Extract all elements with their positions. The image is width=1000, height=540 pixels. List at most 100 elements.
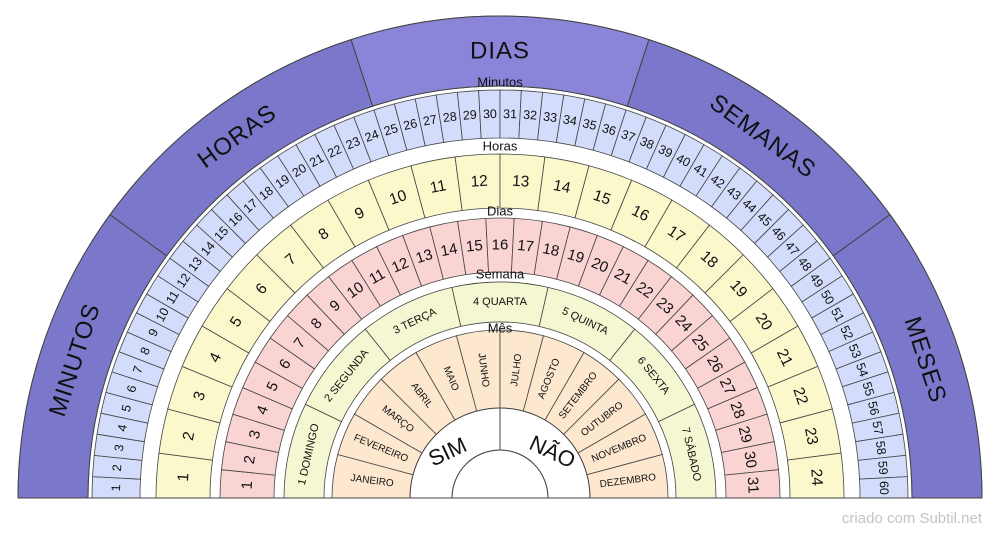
days-label: 2 (241, 454, 259, 465)
minutes-label: 4 (115, 423, 130, 432)
minutes-label: 58 (873, 440, 889, 456)
minutes-label: 7 (130, 364, 146, 375)
minutes-label: 38 (638, 134, 656, 152)
minutes-label: 55 (860, 380, 877, 397)
minutes-label: 25 (382, 121, 399, 138)
minutes-label: 59 (875, 460, 890, 475)
days-label: 15 (465, 237, 483, 256)
minutes-label: 2 (110, 464, 125, 472)
minutes-label: 22 (325, 142, 344, 161)
minutes-label: 31 (503, 107, 517, 121)
minutes-label: 5 (119, 403, 134, 413)
hours-ring-title: Horas (483, 139, 518, 154)
minutes-label: 13 (186, 254, 206, 274)
days-label: 28 (726, 399, 748, 421)
minutes-label: 37 (619, 127, 637, 145)
minutes-label: 8 (137, 345, 153, 357)
days-label: 25 (688, 331, 712, 355)
minutes-label: 54 (853, 361, 871, 379)
minutes-label: 17 (241, 196, 261, 216)
days-label: 22 (633, 279, 656, 302)
days-label: 31 (744, 476, 762, 494)
hours-label: 16 (629, 202, 652, 225)
hours-label: 14 (552, 177, 573, 197)
minutes-label: 36 (600, 121, 617, 138)
days-label: 27 (716, 375, 739, 397)
center-ring (409, 407, 591, 499)
minutes-label: 53 (846, 342, 864, 360)
minutes-label: 51 (828, 305, 847, 324)
credit-text: criado com Subtil.net (841, 510, 982, 527)
days-label: 1 (239, 481, 256, 490)
minutes-label: 30 (483, 107, 497, 121)
days-label: 12 (389, 254, 411, 276)
days-label: 30 (740, 450, 759, 469)
hours-label: 17 (664, 223, 688, 247)
days-label: 18 (541, 240, 561, 260)
minutes-label: 40 (674, 151, 693, 170)
minutes-label: 49 (807, 271, 826, 290)
days-label: 19 (565, 246, 586, 267)
hours-label: 2 (180, 430, 198, 442)
minutes-label: 3 (112, 443, 127, 452)
minutes-label: 28 (442, 109, 458, 125)
minutes-label: 20 (290, 161, 309, 180)
hours-label: 1 (175, 472, 193, 482)
minutes-label: 50 (818, 288, 837, 307)
minutes-label: 35 (581, 116, 598, 133)
hours-label: 10 (387, 187, 409, 209)
months-label: JUNHO (475, 352, 490, 388)
minutes-label: 52 (837, 323, 856, 342)
minutes-label: 60 (877, 481, 891, 495)
minutes-label: 56 (865, 400, 882, 417)
days-label: 16 (492, 237, 509, 254)
days-label: 21 (611, 265, 634, 288)
minutes-label: 43 (724, 184, 744, 204)
minutes-label: 24 (363, 127, 381, 145)
minutes-label: 39 (656, 142, 675, 161)
minutes-label: 48 (795, 254, 815, 274)
minutes-label: 32 (523, 108, 538, 123)
minutes-label: 1 (109, 484, 123, 491)
minutes-label: 41 (691, 161, 710, 180)
hours-label: 21 (773, 346, 796, 369)
minutes-label: 23 (344, 134, 362, 152)
minutes-label: 21 (307, 151, 326, 170)
minutes-label: 10 (153, 305, 172, 324)
minutes-label: 6 (124, 384, 139, 395)
minutes-ring-title: Minutos (477, 75, 523, 90)
hours-label: 11 (429, 177, 448, 197)
outer-sector-label: DIAS (470, 38, 530, 65)
week-label: 4 QUARTA (473, 296, 528, 308)
hours-label: 23 (801, 426, 821, 446)
hours-label: 22 (789, 385, 811, 407)
days-label: 13 (414, 246, 435, 267)
hours-label: 15 (591, 187, 613, 209)
minutes-label: 19 (273, 172, 292, 191)
days-label: 26 (703, 353, 726, 376)
months-ring-title: Mês (488, 321, 513, 336)
minutes-label: 12 (174, 271, 193, 290)
days-label: 3 (246, 428, 265, 440)
days-label: 20 (589, 254, 611, 276)
minutes-label: 18 (256, 184, 276, 204)
days-label: 17 (516, 237, 534, 256)
minutes-label: 11 (163, 288, 182, 306)
days-label: 29 (735, 424, 756, 444)
hours-label: 12 (470, 173, 488, 191)
minutes-label: 27 (422, 112, 438, 128)
minutes-label: 57 (869, 420, 885, 436)
days-ring-title: Dias (487, 204, 514, 219)
hours-label: 13 (512, 173, 530, 191)
days-label: 11 (366, 266, 388, 288)
minutes-label: 42 (708, 172, 727, 191)
days-label: 14 (439, 240, 459, 260)
minutes-label: 34 (562, 112, 578, 128)
minutes-label: 29 (462, 108, 477, 123)
months-label: JULHO (509, 353, 524, 387)
minutes-label: 33 (542, 109, 558, 125)
days-label: 10 (344, 279, 367, 302)
ring-cells (17, 15, 983, 499)
hours-label: 20 (752, 310, 776, 334)
